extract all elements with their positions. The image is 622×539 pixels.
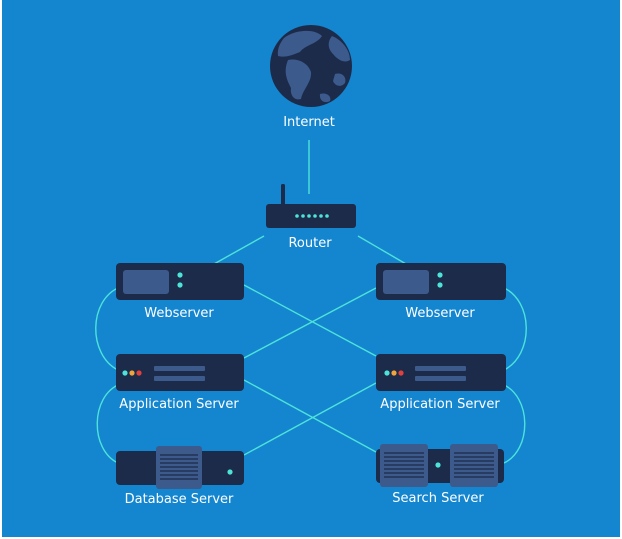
globe-icon	[270, 25, 352, 107]
webserver-left-label: Webserver	[144, 306, 214, 321]
app-server-right-icon	[376, 354, 506, 391]
link-webserver-app-left	[95, 286, 121, 371]
link-webserver-right-app-left	[243, 287, 377, 359]
router-label: Router	[288, 236, 332, 251]
link-webserver-app-right	[501, 286, 527, 371]
link-router-webserver-right	[357, 235, 407, 265]
app-server-left-label: Application Server	[119, 397, 239, 412]
database-server-icon	[116, 446, 244, 489]
search-server-label: Search Server	[392, 491, 484, 506]
link-webserver-left-app-right	[243, 284, 377, 357]
search-server-icon	[376, 444, 504, 487]
link-app-search-right	[501, 383, 526, 464]
app-server-right-label: Application Server	[380, 397, 500, 412]
app-server-left-icon	[116, 354, 244, 391]
internet-label: Internet	[283, 115, 335, 130]
webserver-right-label: Webserver	[405, 306, 475, 321]
router-icon	[266, 184, 356, 228]
link-app-database-left	[96, 383, 121, 464]
webserver-right-icon	[376, 263, 506, 300]
link-app-right-database	[243, 382, 377, 456]
database-server-label: Database Server	[124, 492, 234, 507]
link-app-left-search	[243, 379, 377, 453]
link-router-webserver-left	[213, 235, 265, 265]
webserver-left-icon	[116, 263, 244, 300]
connections	[95, 140, 527, 464]
